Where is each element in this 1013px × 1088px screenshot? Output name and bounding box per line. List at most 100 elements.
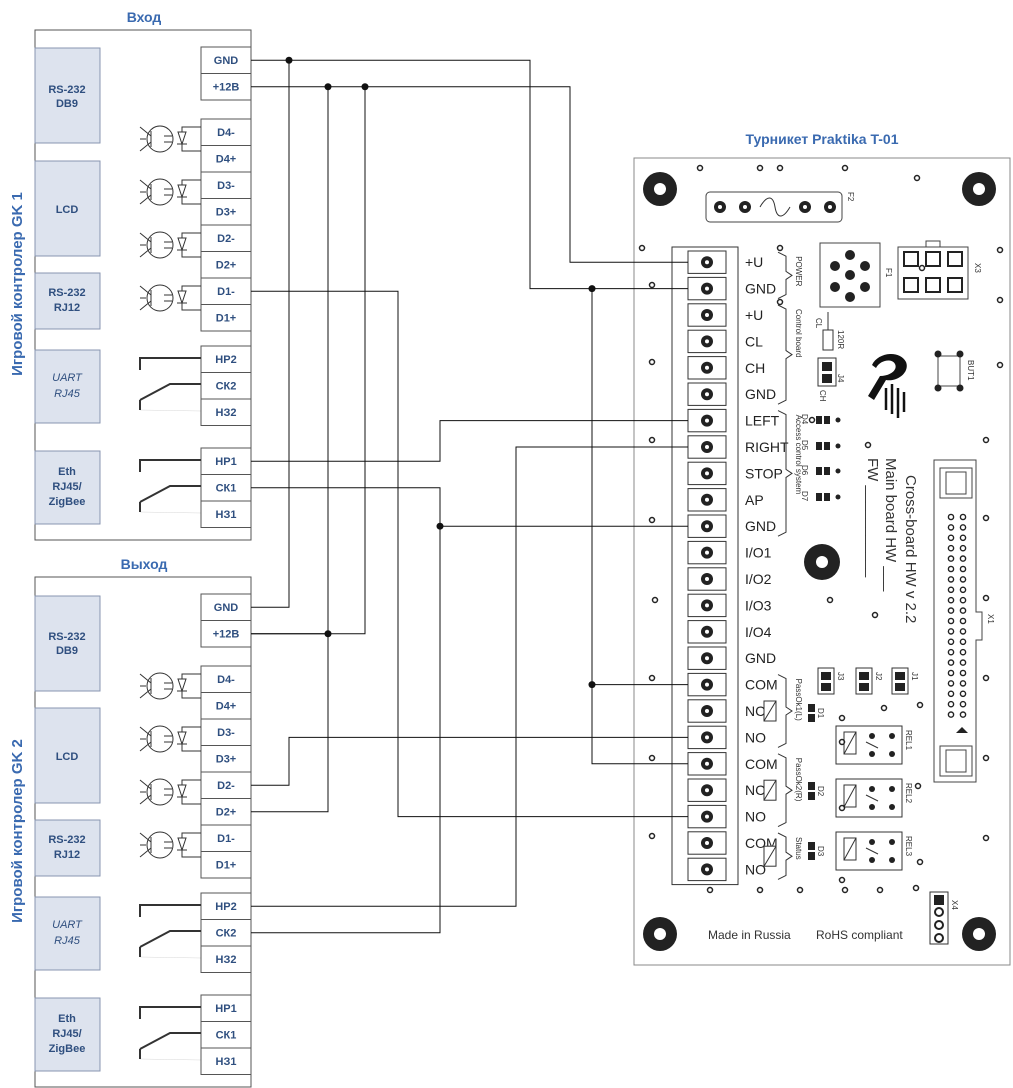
gk1-module-rs232-db9 [34, 47, 101, 144]
ref-120r: 120R [836, 330, 845, 349]
relay-contact-icon [139, 459, 202, 514]
wire [251, 487, 688, 527]
relay-ref: REL2 [904, 783, 913, 804]
controller-gk1-header: Вход [127, 9, 162, 25]
controller-gk2-header: Выход [121, 556, 168, 572]
gk2-module-lcd [34, 707, 101, 804]
board-name-l2: Main board HW ___ [882, 458, 899, 592]
gk1-pin-column: GND+12ВD4-D4+D3-D3+D2-D2+D1-D1+НР2СК2НЗ2… [200, 46, 252, 528]
gk2-module-rs232-db9-l2: DB9 [56, 645, 78, 657]
pin-label-12: СК2 [216, 381, 237, 393]
terminal-label: GND [745, 518, 776, 534]
ref-j3: J3 [836, 672, 845, 681]
board-name: Cross-board HW v 2.2 Main board HW ___ F… [864, 458, 919, 623]
gk2-module-rs232-rj12-l1: RS-232 [48, 834, 85, 846]
optocoupler-icon [139, 125, 201, 153]
terminal-label: I/O4 [745, 624, 772, 640]
wire [251, 736, 688, 786]
fuse-f2: F2 [705, 191, 855, 223]
pin-label-10: D1+ [216, 313, 237, 325]
pin-label-7: D2- [217, 233, 235, 245]
led-ref: D4 [800, 414, 809, 425]
pin-label-2: +12В [213, 82, 240, 94]
terminal-label: I/O1 [745, 545, 772, 561]
wire-junction [324, 83, 332, 91]
board-title: Турникет Praktika T-01 [746, 131, 899, 147]
led-ref: D5 [800, 440, 809, 451]
board-name-l1: Cross-board HW v 2.2 [902, 475, 919, 623]
ref-j1: J1 [910, 672, 919, 681]
wire [251, 86, 688, 263]
wire [251, 290, 688, 818]
terminal-label: NC [745, 703, 765, 719]
pin-label-12: СК2 [216, 928, 237, 940]
optocoupler-icon [139, 672, 201, 700]
pin-label-15: СК1 [216, 483, 237, 495]
relay-ref: REL1 [904, 730, 913, 751]
group-bracket [777, 753, 793, 828]
relay-contact-icon [139, 1006, 202, 1061]
ref-j4: J4 [836, 374, 845, 383]
gk2-module-uart-l1: UART [52, 919, 83, 931]
group-bracket [777, 674, 793, 748]
pin-label-14: НР1 [215, 456, 236, 468]
terminal-label: I/O3 [745, 597, 772, 613]
terminal-label: GND [745, 386, 776, 402]
led-ref: D1 [816, 708, 825, 719]
group-bracket [777, 832, 793, 880]
pin-label-15: СК1 [216, 1030, 237, 1042]
pin-group-box [200, 447, 252, 528]
terminal-label: STOP [745, 465, 783, 481]
ref-ch: CH [818, 390, 827, 402]
wires [251, 56, 688, 934]
terminal-block: +UGND+UCLCHGNDLEFTRIGHTSTOPAPGNDI/O1I/O2… [671, 246, 789, 886]
group-label: Status [794, 837, 803, 860]
ref-but1: BUT1 [966, 360, 975, 381]
led-ref: D2 [816, 786, 825, 797]
terminal-label: +U [745, 307, 763, 323]
pin-label-13: НЗ2 [216, 407, 237, 419]
board-vias [638, 164, 1004, 894]
rohs-compliant: RoHS compliant [816, 928, 903, 942]
gk2-module-eth-l1: Eth [58, 1013, 76, 1025]
pin-label-11: НР2 [215, 901, 236, 913]
pin-label-6: D3+ [216, 207, 237, 219]
jumpers-j1-j3: J3 J2 J1 [817, 667, 919, 695]
led-ref: D7 [800, 491, 809, 502]
gk2-module-rs232-db9 [34, 595, 101, 692]
controller-gk1-side-label: Игровой контролер GK 1 [9, 192, 26, 376]
wire-junction [285, 56, 293, 64]
pin-label-2: +12В [213, 629, 240, 641]
gk1-module-eth-l3: ZigBee [49, 496, 86, 508]
group-bracket [777, 410, 793, 537]
terminal-label: COM [745, 677, 778, 693]
wire-junction [361, 83, 369, 91]
pin-label-3: D4- [217, 127, 235, 139]
button-but1: BUT1 [934, 350, 975, 392]
gk1-module-eth [34, 450, 101, 525]
gk1-module-rs232-rj12 [34, 272, 101, 330]
ref-cl: CL [814, 318, 823, 329]
pin-label-9: D1- [217, 286, 235, 298]
optocoupler-icon [139, 725, 201, 753]
pin-group-box [200, 892, 252, 973]
gk2-module-uart-l2: RJ45 [54, 935, 81, 947]
ref-x3: X3 [973, 263, 982, 273]
gk1-module-uart [34, 349, 101, 424]
terminal-label: CH [745, 360, 765, 376]
pin-label-4: D4+ [216, 154, 237, 166]
gk1-module-rs232-db9-l1: RS-232 [48, 84, 85, 96]
wire [251, 420, 688, 462]
pin-label-10: D1+ [216, 860, 237, 872]
connector-x3: X3 [897, 240, 982, 300]
gk1-module-rs232-rj12-l2: RJ12 [54, 302, 80, 314]
gk1-relays [139, 357, 202, 514]
terminal-label: +U [745, 254, 763, 270]
terminal-block-body [671, 246, 739, 886]
pin-label-9: D1- [217, 833, 235, 845]
terminal-label: GND [745, 281, 776, 297]
connector-f1: F1 [819, 242, 893, 308]
ref-x1: X1 [986, 614, 995, 624]
led-ref: D3 [816, 846, 825, 857]
